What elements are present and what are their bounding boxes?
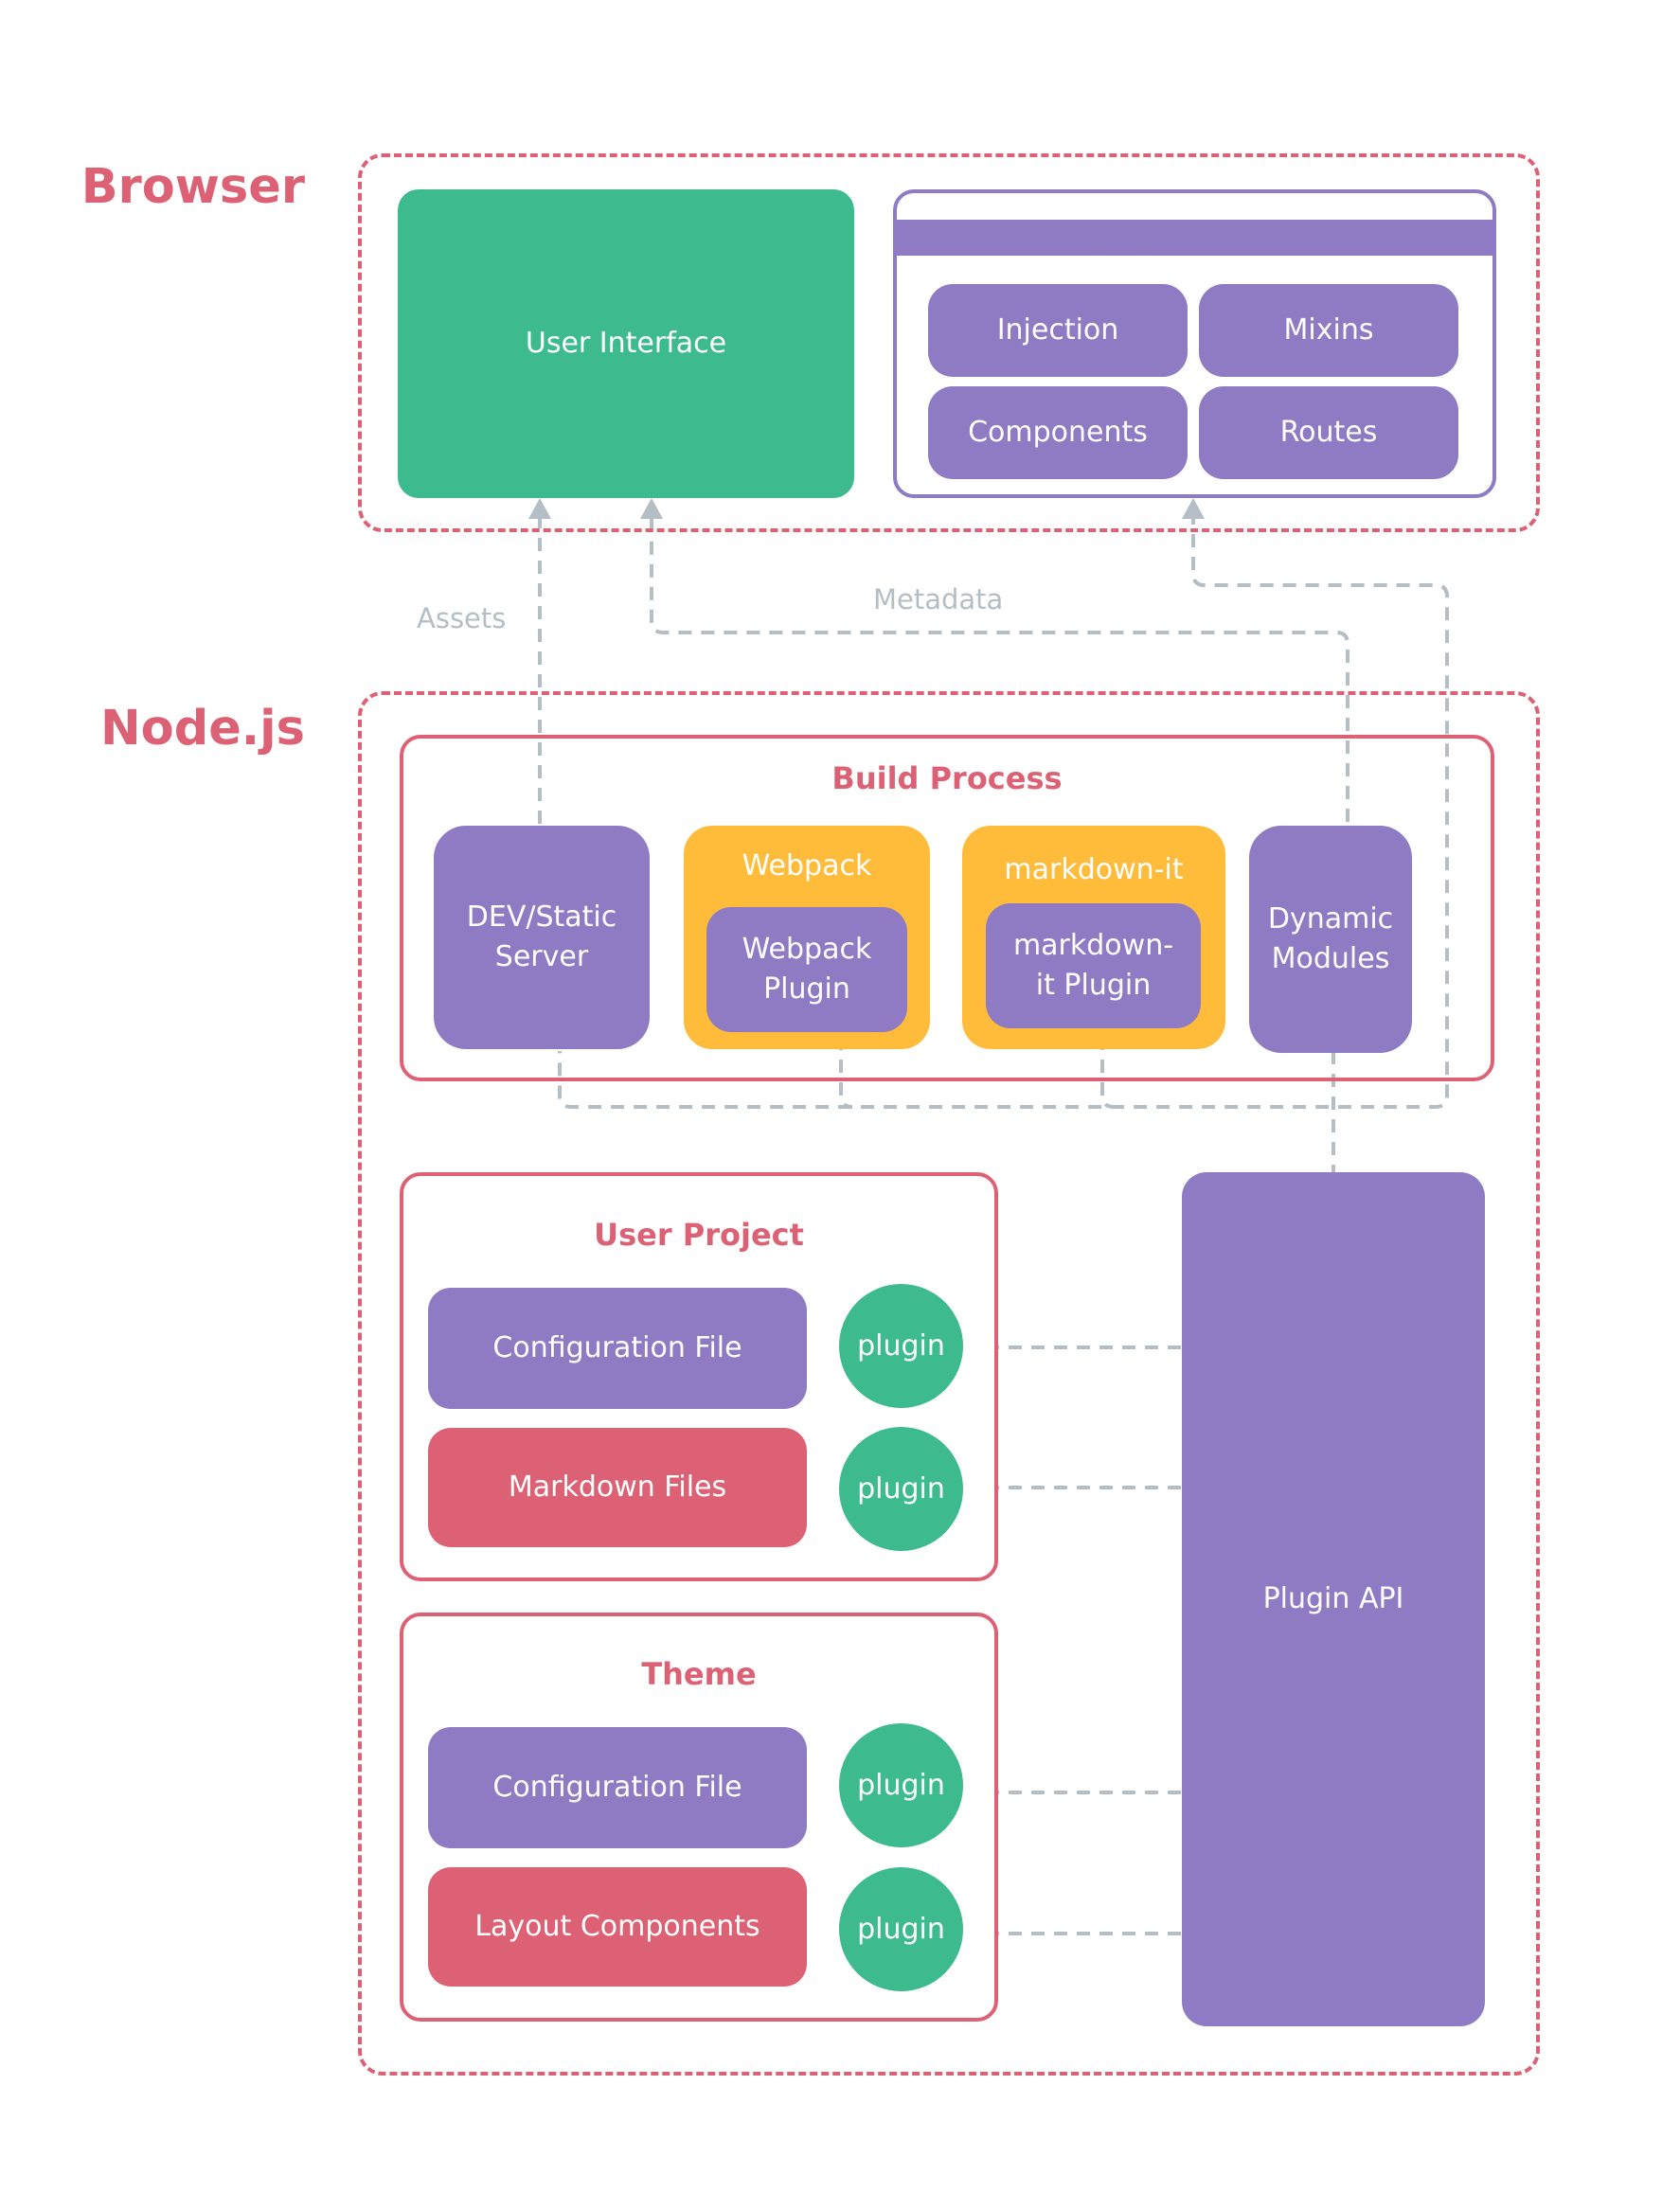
client-addons-arrowhead: [1182, 498, 1205, 519]
layout-components-box: Layout Components: [428, 1867, 807, 1987]
theme-config-file-box: Configuration File: [428, 1727, 807, 1848]
user-plugin-1-circle: plugin: [839, 1284, 963, 1408]
mixins-box: Mixins: [1199, 284, 1458, 377]
nodejs-frame: [358, 691, 1540, 2076]
dev-static-server-box: DEV/Static Server: [434, 826, 650, 1049]
components-box: Components: [928, 386, 1188, 479]
user-interface-box: User Interface: [398, 189, 854, 498]
client-addons-title: Client Addons: [893, 220, 1496, 256]
routes-box: Routes: [1199, 386, 1458, 479]
webpack-title: Webpack: [742, 849, 872, 882]
build-process-frame: [400, 735, 1494, 1081]
user-project-title: User Project: [594, 1217, 804, 1253]
markdown-it-title: markdown-it: [1004, 853, 1184, 886]
theme-plugin-1-circle: plugin: [839, 1723, 963, 1847]
browser-label: Browser: [80, 159, 305, 215]
user-plugin-2-circle: plugin: [839, 1427, 963, 1551]
injection-box: Injection: [928, 284, 1188, 377]
webpack-plugin-connector: [839, 1037, 853, 1109]
build-process-title: Build Process: [831, 760, 1063, 796]
metadata-arrowhead: [640, 498, 663, 519]
markdown-it-plugin-box: markdown-it Plugin: [986, 903, 1201, 1028]
nodejs-label: Node.js: [99, 701, 305, 757]
webpack-plugin-box: Webpack Plugin: [706, 907, 907, 1032]
assets-label: Assets: [417, 602, 507, 634]
markdown-files-box: Markdown Files: [428, 1428, 807, 1547]
metadata-arrow: [650, 511, 1349, 822]
metadata-label: Metadata: [873, 583, 1004, 615]
theme-plugin-2-circle: plugin: [839, 1867, 963, 1991]
markdown-plugin-connector: [1100, 1037, 1115, 1109]
theme-title: Theme: [641, 1656, 757, 1692]
assets-arrowhead: [528, 498, 551, 519]
client-addons-arrow: [558, 511, 1449, 1109]
browser-frame: [358, 153, 1540, 532]
plugin-api-box: Plugin API: [1182, 1172, 1485, 2026]
dynamic-modules-box: Dynamic Modules: [1249, 826, 1412, 1053]
user-config-file-box: Configuration File: [428, 1288, 807, 1409]
